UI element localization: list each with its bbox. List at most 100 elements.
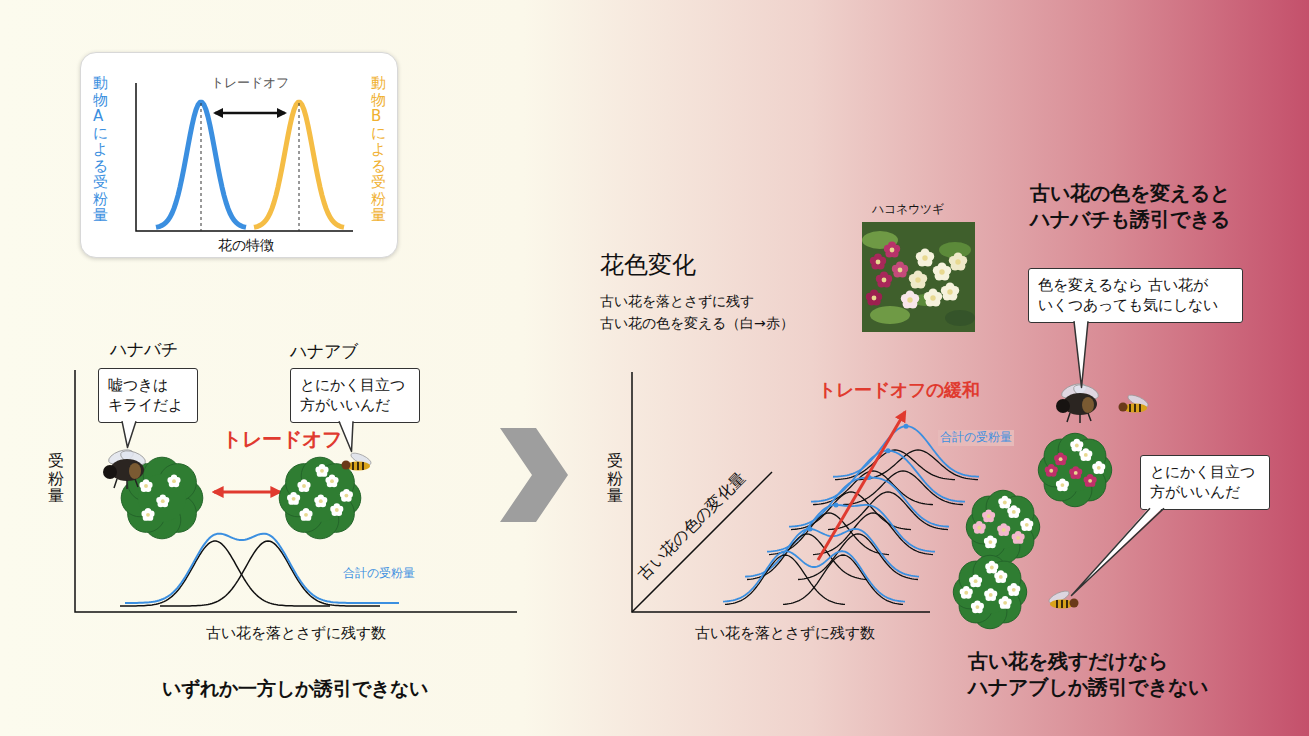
tail-fill: [122, 420, 136, 448]
speech-bubble: 色を変えるなら 古い花が いくつあっても気にしない: [1028, 268, 1243, 323]
flower: [892, 262, 908, 278]
flower: [330, 503, 343, 516]
bumblebee: [1056, 381, 1100, 423]
flower: [969, 574, 982, 587]
flower: [984, 535, 997, 548]
flower-center: [876, 260, 881, 265]
leaf-clump: [1053, 448, 1096, 491]
flower-center: [974, 579, 978, 583]
total-curve: [789, 477, 949, 526]
tradeoff-arrow: [215, 112, 285, 115]
leaf-clump: [968, 570, 1011, 613]
peak-dot: [834, 502, 839, 507]
flower-center: [1088, 479, 1092, 483]
conclusion: 古い花の色を変えると ハナバチも誘引できる: [1030, 180, 1270, 232]
bubble-text: とにかく目立つ 方がいいんだ: [300, 375, 410, 416]
bubble-text: とにかく目立つ 方がいいんだ: [1150, 462, 1260, 503]
flower: [998, 496, 1011, 509]
tail-outline: [1072, 508, 1165, 595]
curve-label: 合計の受粉量: [343, 566, 415, 582]
flower: [924, 289, 942, 307]
flower: [141, 508, 154, 521]
flower: [866, 290, 882, 306]
flower-center: [320, 469, 324, 473]
flower-center: [161, 499, 165, 503]
flower-center: [304, 513, 308, 517]
tradeoff-label: トレードオフ: [222, 426, 342, 452]
flower-center: [977, 526, 981, 530]
leaf-clump: [981, 505, 1024, 548]
flower-center: [872, 296, 877, 301]
photo-caption: ハコネウツギ: [872, 202, 944, 218]
flower-center: [1075, 444, 1079, 448]
flower-center: [1059, 457, 1063, 461]
flower: [909, 271, 927, 289]
flower: [884, 242, 900, 258]
flower-center: [1025, 523, 1029, 527]
flower-center: [319, 499, 323, 503]
total-curve: [811, 451, 965, 502]
bumblebee: [103, 447, 147, 489]
flower: [325, 474, 338, 487]
flower-center: [882, 278, 887, 283]
peak-dot: [886, 448, 891, 453]
flower-center: [146, 513, 150, 517]
axis-title: 花の特徴: [196, 236, 296, 254]
hoverfly: [342, 451, 373, 471]
axis-title: 動物Aによる受粉量: [93, 75, 108, 224]
axis-title: 古い花の色の変化量: [634, 468, 751, 585]
axis-title: 古い花を落とさずに残す数: [680, 624, 890, 644]
flower: [1054, 452, 1067, 465]
flower: [1056, 478, 1069, 491]
flower: [933, 263, 951, 281]
flower: [1012, 531, 1025, 544]
flower: [1020, 518, 1033, 531]
flower-center: [1049, 469, 1053, 473]
flower-center: [947, 289, 952, 294]
flower: [156, 494, 169, 507]
relief-label: トレードオフの緩和: [818, 378, 980, 401]
tradeoff-label: トレードオフ: [200, 75, 300, 92]
flower-center: [1084, 453, 1088, 457]
flower-center: [302, 484, 306, 488]
flower-center: [330, 479, 334, 483]
pollination-curve: [791, 492, 911, 530]
peak-dot: [808, 526, 813, 531]
flower: [984, 588, 997, 601]
flower-center: [890, 248, 895, 253]
flower-center: [990, 566, 994, 570]
flower: [1007, 583, 1020, 596]
axis: [136, 83, 353, 231]
animal-name: ハナバチ: [110, 338, 178, 360]
flower: [1084, 474, 1097, 487]
flower: [997, 523, 1010, 536]
flower: [941, 283, 959, 301]
flower: [1069, 466, 1082, 479]
flower-center: [1003, 601, 1007, 605]
flower-center: [1097, 466, 1101, 470]
tradeoff-arrow: [214, 491, 280, 494]
flower: [870, 254, 886, 270]
peak-dot: [904, 424, 909, 429]
hoverfly: [1119, 393, 1150, 413]
speech-bubble: とにかく目立つ 方がいいんだ: [1140, 455, 1270, 510]
flower: [985, 561, 998, 574]
flower: [876, 272, 892, 288]
bubble-text: 嘘つきは キライだよ: [108, 375, 188, 416]
flower: [982, 509, 995, 522]
axis-title: 受粉量: [48, 452, 64, 505]
flower: [973, 521, 986, 534]
conclusion: いずれか一方しか誘引できない: [140, 676, 450, 701]
flower: [916, 249, 934, 267]
flower: [340, 489, 353, 502]
tail-fill: [1072, 507, 1165, 596]
section-title: 花色変化: [600, 250, 696, 281]
description: 古い花を落とさずに残す: [600, 292, 754, 310]
flower-center: [344, 494, 348, 498]
flower: [299, 508, 312, 521]
flower: [1070, 439, 1083, 452]
leaf-clump: [296, 474, 344, 522]
conclusion: 古い花を残すだけなら ハナアブしか誘引できない: [968, 648, 1228, 700]
flower-center: [922, 255, 927, 260]
flower-center: [1003, 501, 1007, 505]
